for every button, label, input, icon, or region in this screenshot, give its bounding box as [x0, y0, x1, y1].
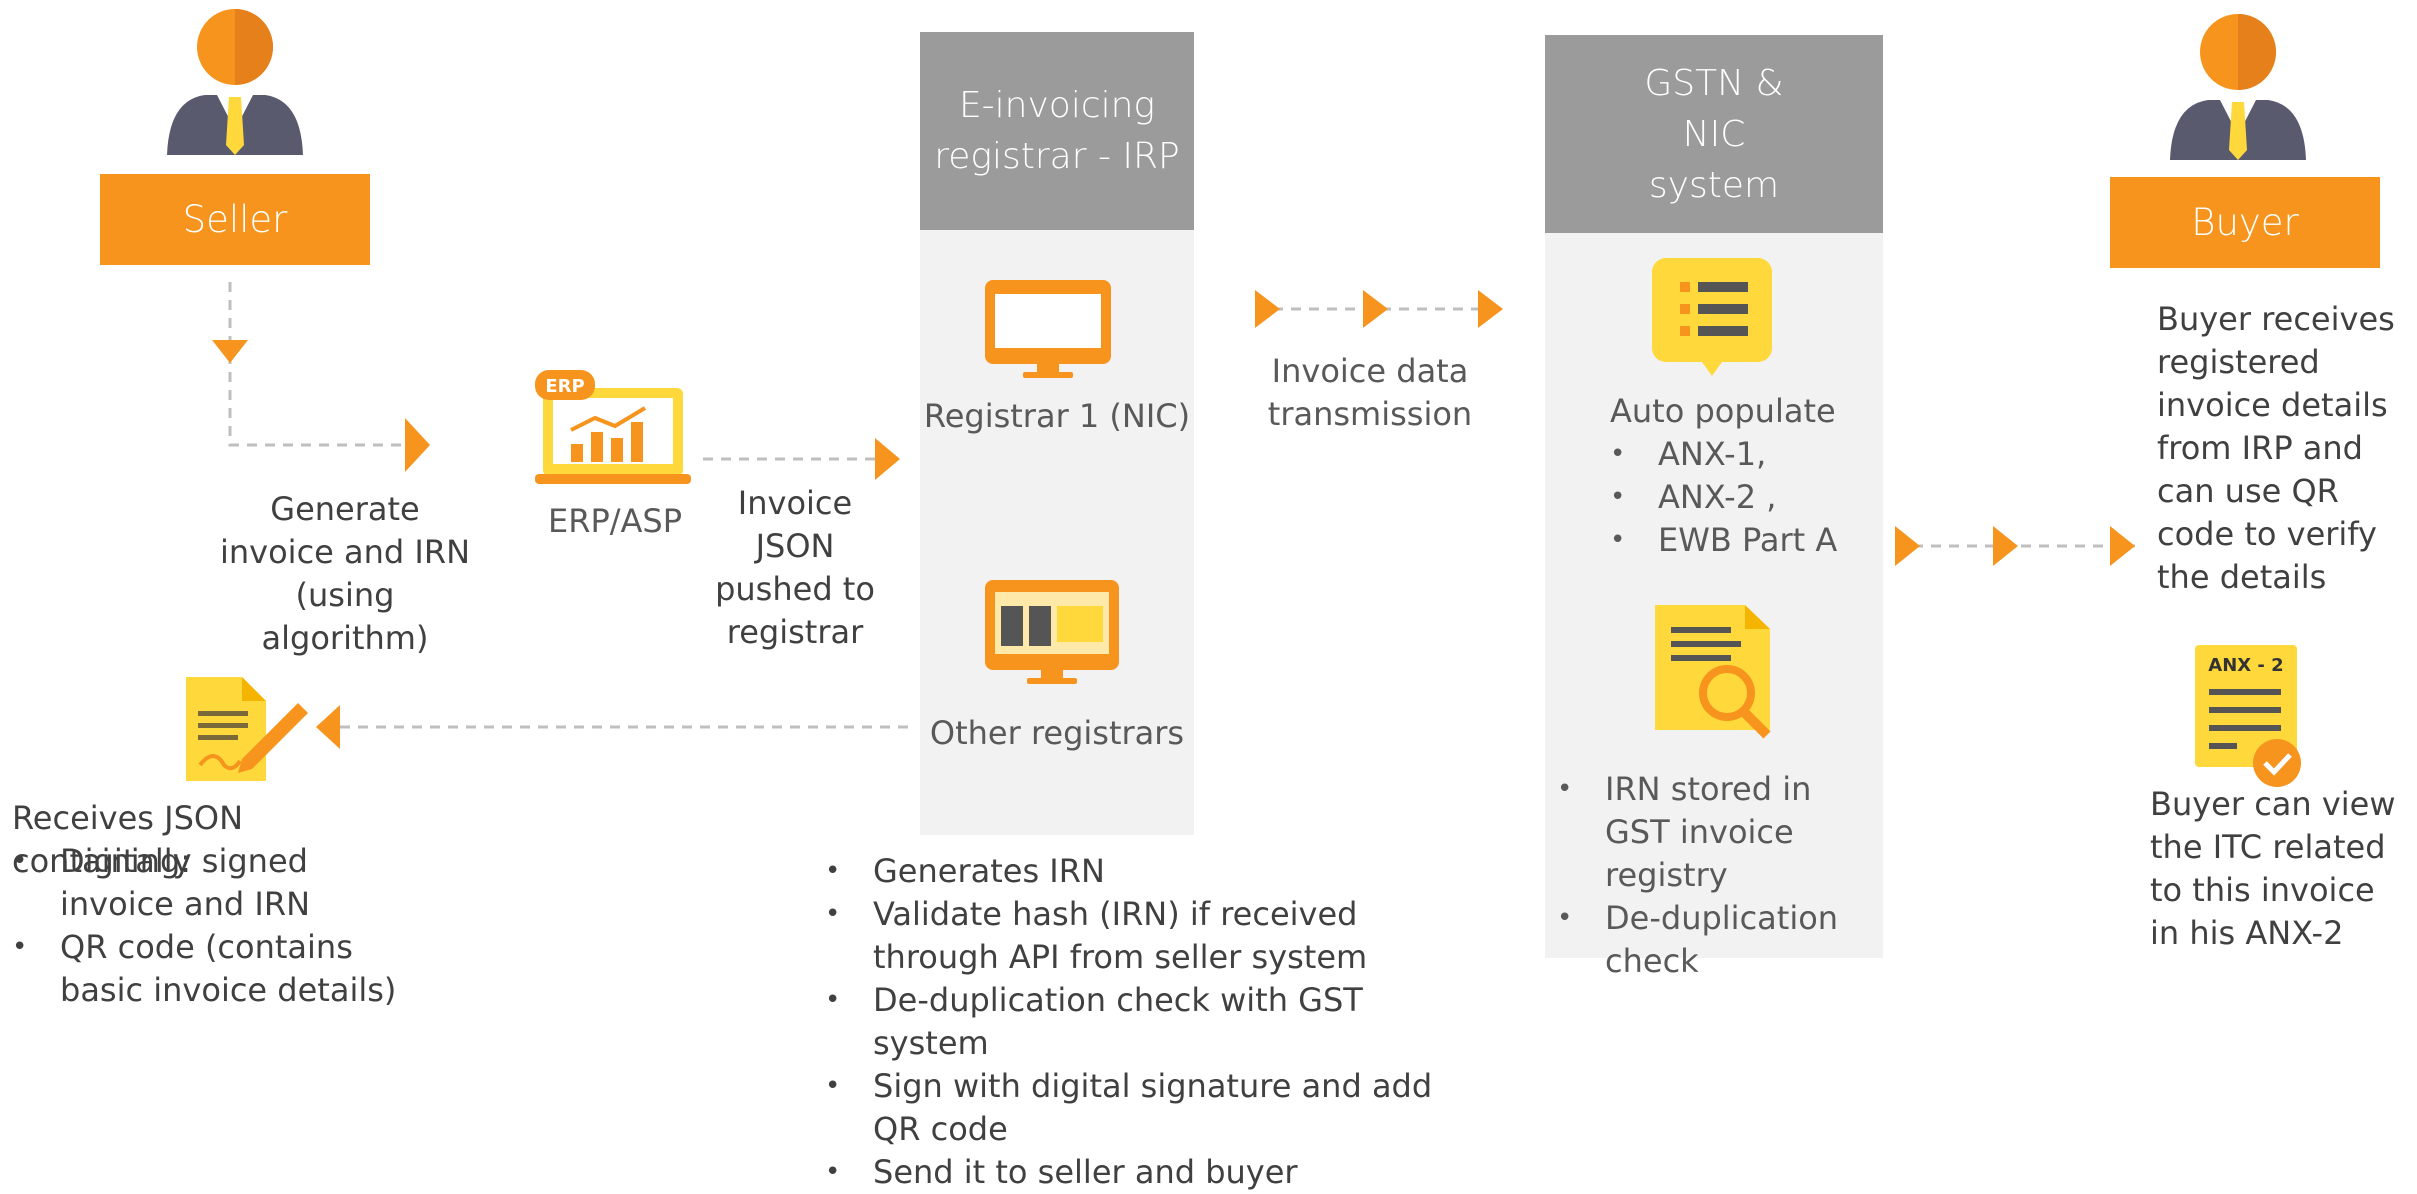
anx-badge: ANX - 2 — [2208, 655, 2284, 676]
list-item: De-duplication check with GST system — [825, 979, 1445, 1065]
erp-label: ERP/ASP — [547, 502, 683, 540]
list-speech-bubble-icon — [1652, 258, 1772, 376]
list-item: De-duplication check — [1557, 897, 1867, 983]
document-search-icon — [1655, 605, 1771, 739]
invoice-json-pushed-text: Invoice JSON pushed to registrar — [715, 484, 875, 651]
auto-populate-title: Auto populate — [1610, 392, 1836, 430]
list-item: Generates IRN — [825, 850, 1445, 893]
anx-document-icon — [2195, 645, 2301, 787]
irp-title: E-invoicing registrar - IRP — [934, 85, 1180, 177]
seller-to-generate-connector — [212, 282, 2135, 749]
buyer-person-icon — [2170, 14, 2306, 160]
list-item: ANX-1, — [1610, 433, 1870, 476]
erp-laptop-icon — [535, 370, 691, 484]
buyer-receives-text: Buyer receives registered invoice detail… — [2157, 300, 2395, 596]
erp-badge: ERP — [545, 376, 585, 397]
list-item: IRN stored in GST invoice registry — [1557, 768, 1867, 897]
list-item: Sign with digital signature and add QR c… — [825, 1065, 1445, 1151]
other-registrars-label: Other registrars — [929, 714, 1185, 752]
invoice-data-transmission-text: Invoice data transmission — [1267, 352, 1473, 433]
gstn-title: GSTN & NIC system — [1644, 62, 1784, 206]
seller-person-icon — [167, 9, 303, 155]
seller-label-box: Seller — [100, 174, 370, 265]
auto-populate-list: ANX-1, ANX-2 , EWB Part A — [1610, 433, 1870, 562]
seller-receives-list: Digitally signed invoice and IRN QR code… — [12, 840, 412, 1012]
list-item: Validate hash (IRN) if received through … — [825, 893, 1445, 979]
registrar-1-label: Registrar 1 (NIC) — [923, 397, 1191, 435]
list-item: QR code (contains basic invoice details) — [12, 926, 412, 1012]
irp-steps-list: Generates IRN Validate hash (IRN) if rec… — [825, 850, 1445, 1194]
registrar-monitor-icon — [985, 280, 1111, 378]
list-item: EWB Part A — [1610, 519, 1870, 562]
gstn-panel-header: GSTN & NIC system — [1545, 35, 1883, 233]
list-item: Digitally signed invoice and IRN — [12, 840, 412, 926]
buyer-view-text: Buyer can view the ITC related to this i… — [2150, 785, 2396, 952]
signed-document-icon — [186, 677, 308, 781]
list-item: ANX-2 , — [1610, 476, 1870, 519]
gst-storage-list: IRN stored in GST invoice registry De-du… — [1557, 768, 1867, 983]
buyer-label-box: Buyer — [2110, 177, 2380, 268]
irp-panel-header: E-invoicing registrar - IRP — [920, 32, 1194, 230]
generate-invoice-text: Generate invoice and IRN (using algorith… — [219, 490, 470, 657]
other-registrars-monitor-icon — [985, 580, 1119, 684]
list-item: Send it to seller and buyer — [825, 1151, 1445, 1194]
